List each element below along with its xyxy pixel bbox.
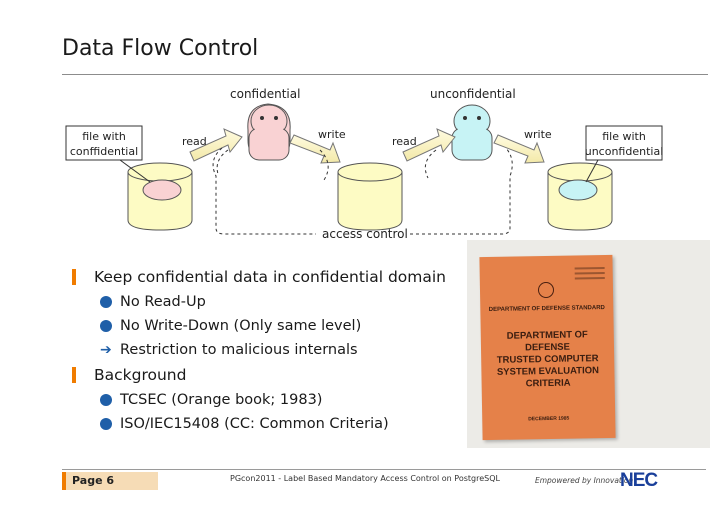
right-arrow-icon: ➔ xyxy=(100,342,112,358)
nec-logo: NEC xyxy=(620,470,658,491)
orange-book-cover: DEPARTMENT OF DEFENSE STANDARD DEPARTMEN… xyxy=(479,254,616,441)
read-arrow-right-icon xyxy=(402,128,456,162)
footer-tagline: Empowered by Innovation xyxy=(535,476,634,485)
svg-text:file with: file with xyxy=(82,130,126,143)
page-number: Page 6 xyxy=(62,472,158,490)
file-callout-unconfidential: file with unconfidential xyxy=(585,125,664,183)
access-control-label: access control xyxy=(322,227,408,241)
bullet-dot-icon xyxy=(100,394,112,406)
bullet-level2: No Read-Up xyxy=(72,290,472,314)
bullet-level2: TCSEC (Orange book; 1983) xyxy=(72,388,472,412)
subject-label-confidential: confidential xyxy=(230,87,300,101)
write-arrow-left-icon xyxy=(289,134,341,164)
bullet-bar-icon xyxy=(72,367,76,383)
file-callout-confidential: file with conffidential xyxy=(65,125,151,183)
bullet-dot-icon xyxy=(100,320,112,332)
bullet-level2: ➔ Restriction to malicious internals xyxy=(72,338,472,362)
unconfidential-database-icon xyxy=(547,162,613,231)
write-label-right: write xyxy=(524,128,552,141)
svg-text:file with: file with xyxy=(602,130,646,143)
svg-text:unconfidential: unconfidential xyxy=(585,145,664,158)
title-divider xyxy=(62,74,708,75)
svg-text:conffidential: conffidential xyxy=(70,145,138,158)
confidential-database-icon xyxy=(127,162,193,231)
orange-book-photo: DEPARTMENT OF DEFENSE STANDARD DEPARTMEN… xyxy=(467,240,710,448)
bullet-level2: No Write-Down (Only same level) xyxy=(72,314,472,338)
bullet-level1: Keep confidential data in confidential d… xyxy=(72,264,472,290)
bullet-level1: Background xyxy=(72,362,472,388)
subject-label-unconfidential: unconfidential xyxy=(430,87,516,101)
dod-seal-icon xyxy=(537,281,555,299)
bullet-list: Keep confidential data in confidential d… xyxy=(72,264,472,436)
read-label-right: read xyxy=(392,135,417,148)
unconfidential-subject-icon xyxy=(451,104,493,161)
confidential-subject-icon xyxy=(247,103,291,161)
footer-divider xyxy=(62,469,706,470)
bullet-dot-icon xyxy=(100,296,112,308)
data-flow-diagram: confidential unconfidential file with xyxy=(65,87,664,241)
bullet-dot-icon xyxy=(100,418,112,430)
bullet-bar-icon xyxy=(72,269,76,285)
read-arrow-left-icon xyxy=(189,128,243,162)
write-label-left: write xyxy=(318,128,346,141)
slide-title: Data Flow Control xyxy=(62,36,259,61)
shared-database-icon xyxy=(337,162,403,231)
access-control-path xyxy=(212,147,513,235)
footer-title: PGcon2011 - Label Based Mandatory Access… xyxy=(230,474,500,483)
write-arrow-right-icon xyxy=(493,134,545,164)
bullet-level2: ISO/IEC15408 (CC: Common Criteria) xyxy=(72,412,472,436)
read-label-left: read xyxy=(182,135,207,148)
